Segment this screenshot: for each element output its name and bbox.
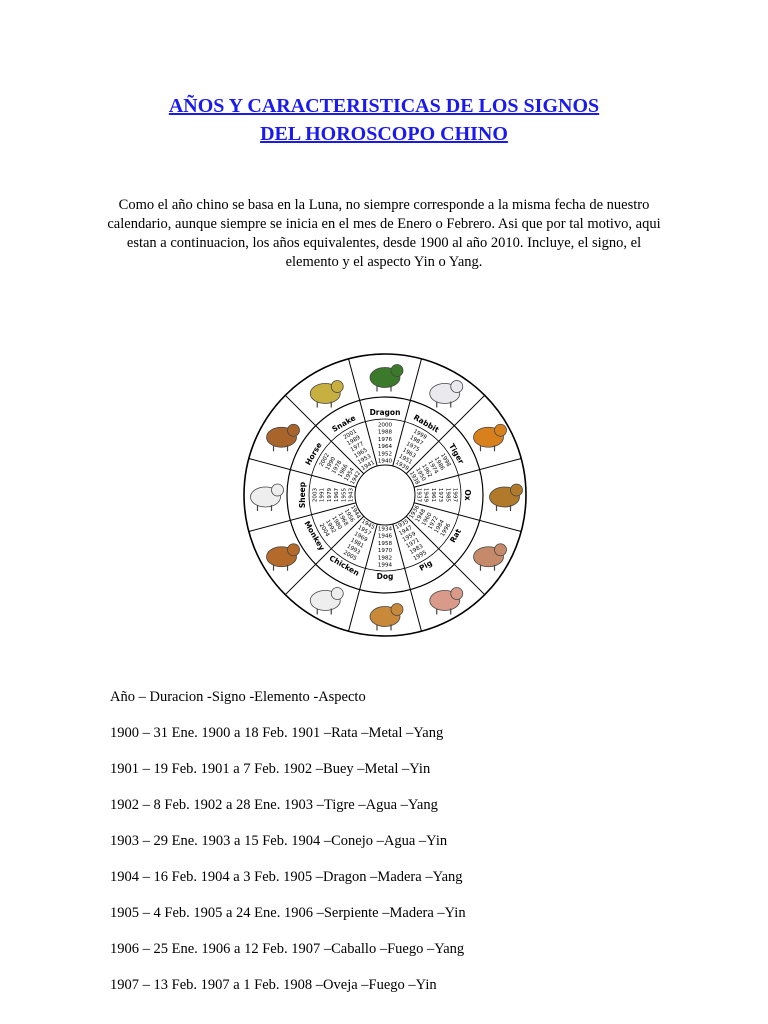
sign-year: 1967 [334,487,340,502]
sheep-icon [250,483,284,511]
table-row: 1906 – 25 Ene. 1906 a 12 Feb. 1907 –Caba… [110,941,465,957]
sign-year: 1934 [378,527,393,533]
table-row: 1901 – 19 Feb. 1901 a 7 Feb. 1902 –Buey … [110,761,431,777]
years-table: Año – Duracion -Signo -Elemento -Aspecto… [110,688,466,1012]
dragon-icon [369,364,404,392]
table-row: 1905 – 4 Feb. 1905 a 24 Ene. 1906 –Serpi… [110,905,466,921]
horse-icon [266,423,300,452]
wheel-divider [284,394,365,475]
wheel-divider [248,458,357,488]
wheel-divider [405,394,486,475]
monkey-icon [266,543,300,571]
wheel-middle-ring [286,396,484,594]
sign-year: 1961 [430,488,436,503]
sign-year: 1973 [437,488,443,503]
sign-year: 1982 [378,555,392,561]
sign-label: Dog [377,572,394,581]
sign-year: 1958 [378,541,393,547]
wheel-divider [392,358,422,467]
wheel-label-ring [308,418,462,572]
sign-year: 1994 [378,563,393,569]
sign-year: 1997 [452,488,458,503]
wheel-divider [248,502,357,532]
wheel-divider [284,515,365,596]
sign-label: Dragon [370,408,401,417]
wheel-divider [413,502,522,532]
tiger-icon [473,423,507,452]
intro-paragraph: Como el año chino se basa en la Luna, no… [107,197,661,270]
sign-year: 2003 [313,487,319,502]
snake-icon [309,380,344,408]
table-row: 1900 – 31 Ene. 1900 a 18 Feb. 1901 –Rata… [110,725,444,741]
wheel-divider [348,358,378,467]
table-row: 1904 – 16 Feb. 1904 a 3 Feb. 1905 –Drago… [110,869,463,885]
sign-year: 1976 [378,437,393,443]
sign-year: 1955 [341,487,347,502]
title-line-2: DEL HOROSCOPO CHINO [260,123,508,145]
ox-icon [489,483,523,511]
rat-icon [473,543,507,571]
sign-year: 1949 [423,488,429,503]
table-row: 1903 – 29 Ene. 1903 a 15 Feb. 1904 –Cone… [110,833,448,849]
sign-year: 1952 [378,451,392,457]
table-header: Año – Duracion -Signo -Elemento -Aspecto [110,689,366,705]
sign-year: 1964 [378,444,393,450]
title-line-1: AÑOS Y CARACTERISTICAS DE LOS SIGNOS [168,95,600,117]
sign-year: 1943 [349,487,355,502]
dog-icon [369,603,404,631]
pig-icon [429,587,464,615]
rooster-icon [309,587,344,615]
zodiac-wheel: Dragon200019881976196419521940Rabbit1999… [243,353,527,637]
sign-label: Ox [463,489,472,500]
sign-label: Sheep [298,481,307,508]
wheel-divider [413,458,522,488]
page-title: AÑOS Y CARACTERISTICAS DE LOS SIGNOS DEL… [0,92,768,148]
sign-year: 1970 [378,548,393,554]
wheel-divider [348,523,378,632]
rabbit-icon [429,380,464,408]
sign-year: 1979 [327,487,333,502]
sign-year: 1991 [320,487,326,502]
table-row: 1902 – 8 Feb. 1902 a 28 Ene. 1903 –Tigre… [110,797,438,813]
sign-year: 1937 [416,488,422,503]
sign-year: 1988 [378,430,393,436]
sign-year: 1946 [378,534,393,540]
wheel-divider [392,523,422,632]
sign-year: 1985 [444,488,450,503]
wheel-center [354,464,416,526]
sign-year: 2000 [378,423,393,429]
table-row: 1907 – 13 Feb. 1907 a 1 Feb. 1908 –Oveja… [110,977,437,993]
sign-year: 1940 [378,459,393,465]
wheel-divider [405,515,486,596]
